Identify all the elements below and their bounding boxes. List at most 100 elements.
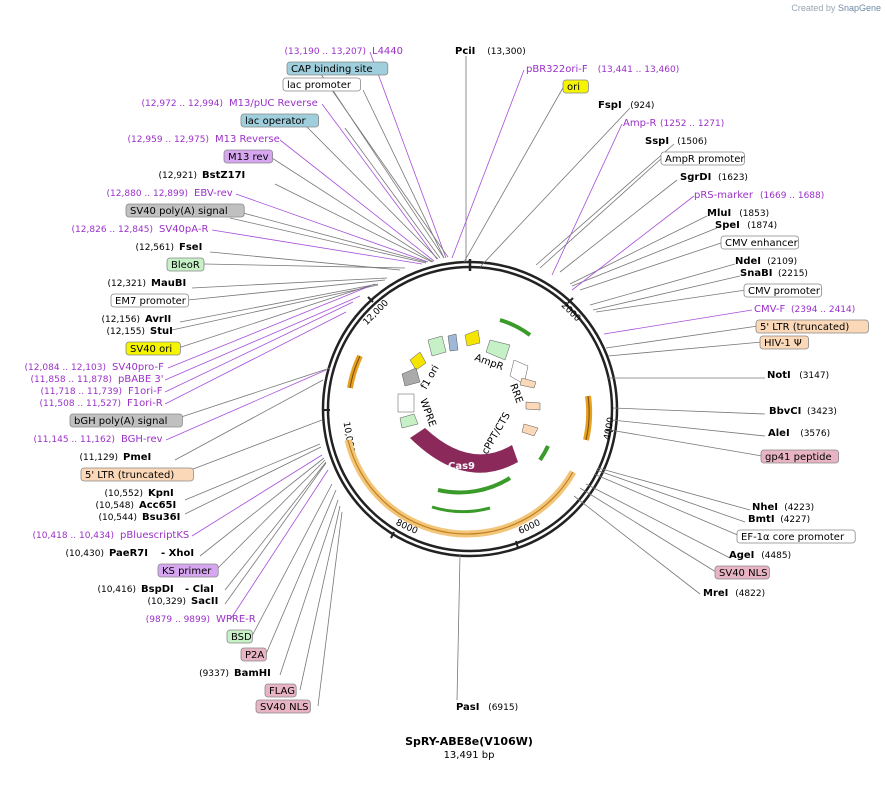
site-name: BbvCI bbox=[769, 406, 801, 417]
site-name: MauBI bbox=[151, 278, 186, 289]
label-ndei: NdeI(2109) bbox=[735, 256, 797, 267]
primer-name: WPRE-R bbox=[216, 614, 256, 625]
label-ampr_p: Amp-R(1252 .. 1271) bbox=[623, 118, 724, 129]
feature-label: ori bbox=[567, 82, 580, 93]
label-box bbox=[157, 563, 219, 578]
label-cmvf: CMV-F (2394 .. 2414) bbox=[754, 304, 855, 315]
label-f1orir: (11,508 .. 11,527)F1ori-R bbox=[40, 398, 163, 409]
site-name: AgeI bbox=[729, 550, 754, 561]
label-bghpa: bGH poly(A) signal bbox=[69, 413, 183, 428]
label-prsmarker: pRS-marker(1669 .. 1688) bbox=[694, 190, 824, 201]
label-pasi: PasI(6915) bbox=[456, 702, 518, 713]
site-name: MreI bbox=[703, 588, 728, 599]
site-name: NdeI bbox=[735, 256, 761, 267]
site-position: (12,156) bbox=[101, 315, 140, 325]
label-alei: AleI(3576) bbox=[768, 428, 830, 439]
label-box bbox=[286, 61, 389, 76]
feature-label: SV40 NLS bbox=[719, 568, 768, 579]
label-flag: FLAG bbox=[264, 683, 297, 698]
label-sv40nlsb: SV40 NLS bbox=[255, 699, 311, 714]
feature-label: CAP binding site bbox=[291, 64, 373, 75]
label-agei: AgeI (4485) bbox=[729, 550, 791, 561]
feature-label: BleoR bbox=[171, 260, 200, 271]
site-position: (10,552) bbox=[104, 489, 143, 499]
site-position: (12,321) bbox=[107, 279, 146, 289]
cas9-arrow bbox=[410, 428, 518, 473]
f1ori-label: f1 ori bbox=[419, 363, 442, 391]
label-box bbox=[125, 203, 245, 218]
created-by-text: Created by bbox=[791, 3, 836, 13]
label-box bbox=[714, 565, 770, 580]
label-kpni: (10,552) KpnI bbox=[104, 488, 173, 499]
label-bsd: BSD bbox=[226, 629, 253, 644]
label-em7: EM7 promoter bbox=[110, 293, 189, 308]
primer-position: (11,508 .. 11,527) bbox=[40, 399, 121, 409]
label-box bbox=[226, 629, 253, 644]
feature-label: M13 rev bbox=[228, 152, 269, 163]
label-ksprimer: KS primer bbox=[157, 563, 219, 578]
site-position: (10,430) bbox=[65, 549, 104, 559]
site-name: Acc65I bbox=[139, 500, 176, 511]
site-position: (1623) bbox=[718, 173, 748, 183]
feature-label: CMV promoter bbox=[748, 286, 821, 297]
site-position: (924) bbox=[630, 101, 654, 111]
label-bbvci: BbvCI (3423) bbox=[769, 406, 837, 417]
site-position: (10,548) bbox=[95, 501, 134, 511]
primer-position: (2394 .. 2414) bbox=[791, 305, 855, 315]
primer-name: L4440 bbox=[372, 46, 403, 57]
label-paer7i: (10,430) PaeR7I bbox=[65, 548, 148, 559]
label-box bbox=[69, 413, 183, 428]
label-sv40pa: SV40 poly(A) signal bbox=[125, 203, 245, 218]
tick-2000: 2000 bbox=[559, 301, 582, 324]
label-f1orif: (11,718 .. 11,739)F1ori-F bbox=[41, 386, 163, 397]
label-avrii: (12,156)AvrII bbox=[101, 314, 171, 325]
site-name: FseI bbox=[179, 242, 202, 253]
site-position: (9337) bbox=[199, 669, 229, 679]
label-xhoi: - XhoI bbox=[161, 548, 194, 559]
site-name: PaeR7I bbox=[109, 548, 148, 559]
label-box bbox=[110, 293, 189, 308]
primer-name: pBR322ori-F bbox=[526, 64, 588, 75]
site-name: PasI bbox=[456, 702, 479, 713]
site-name: KpnI bbox=[148, 488, 174, 499]
label-cmvenh: CMV enhancer bbox=[720, 235, 799, 250]
site-name: StuI bbox=[150, 326, 173, 337]
feature-label: lac promoter bbox=[287, 80, 352, 91]
rre-label: RRE bbox=[507, 382, 524, 405]
primer-name: SV40pro-F bbox=[112, 362, 164, 373]
feature-label: EF-1α core promoter bbox=[741, 532, 845, 543]
site-name: PmeI bbox=[123, 452, 151, 463]
label-sv40prof: (12,084 .. 12,103)SV40pro-F bbox=[25, 362, 165, 373]
primer-position: (13,441 .. 13,460) bbox=[598, 65, 679, 75]
label-box bbox=[736, 529, 856, 544]
feature-label: gp41 peptide bbox=[765, 452, 832, 463]
site-position: (12,921) bbox=[158, 171, 197, 181]
label-box bbox=[80, 467, 194, 482]
site-name: FspI bbox=[598, 100, 622, 111]
site-name: - XhoI bbox=[161, 548, 194, 559]
label-clai: - ClaI bbox=[185, 584, 214, 595]
feature-label: EM7 promoter bbox=[115, 296, 187, 307]
primer-position: (1669 .. 1688) bbox=[760, 191, 824, 201]
site-position: (4485) bbox=[761, 551, 791, 561]
site-name: NotI bbox=[767, 370, 791, 381]
primer-name: pBluescriptKS bbox=[120, 530, 189, 541]
label-noti: NotI(3147) bbox=[767, 370, 829, 381]
site-name: BstZ17I bbox=[202, 170, 245, 181]
site-position: (1853) bbox=[739, 209, 769, 219]
site-position: (12,561) bbox=[135, 243, 174, 253]
primer-name: CMV-F bbox=[754, 304, 785, 315]
label-p2a: P2A bbox=[240, 647, 267, 662]
label-wprer: (9879 .. 9899)WPRE-R bbox=[146, 614, 256, 625]
site-position: (10,416) bbox=[97, 585, 136, 595]
site-position: (3423) bbox=[807, 407, 837, 417]
primer-position: (13,190 .. 13,207) bbox=[285, 47, 366, 57]
feature-label: SV40 NLS bbox=[260, 702, 309, 713]
plasmid-name: SpRY-ABE8e(V106W) bbox=[405, 735, 533, 748]
label-box bbox=[759, 335, 809, 350]
label-pbr322: pBR322ori-F (13,441 .. 13,460) bbox=[526, 64, 679, 75]
site-name: BamHI bbox=[234, 668, 271, 679]
feature-label: SV40 poly(A) signal bbox=[130, 206, 228, 217]
label-box bbox=[264, 683, 297, 698]
site-name: SgrDI bbox=[680, 172, 711, 183]
